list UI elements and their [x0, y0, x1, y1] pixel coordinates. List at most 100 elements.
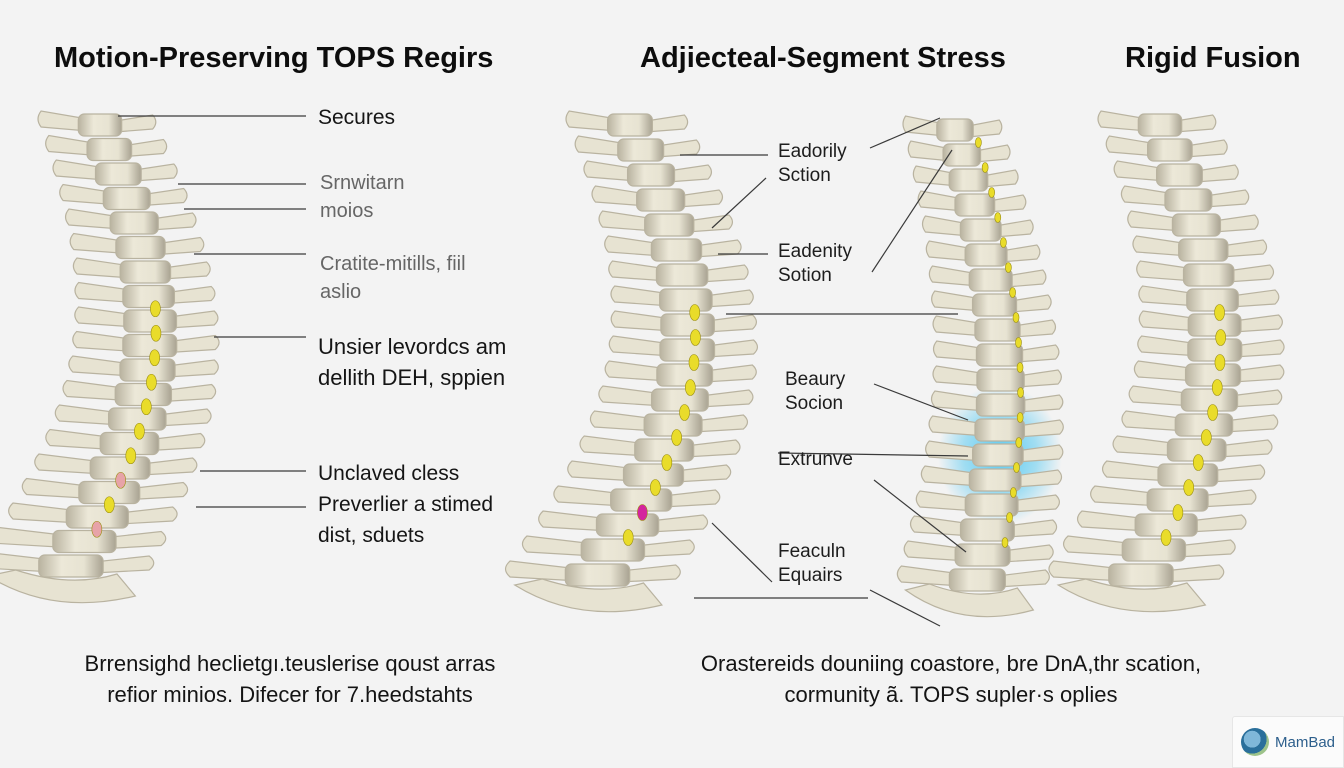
disc-marker: [1172, 504, 1184, 521]
vertebra-process: [608, 260, 669, 282]
vertebra-body: [1155, 163, 1203, 187]
vertebra-process: [1017, 394, 1064, 413]
label-line: Unclaved cless: [318, 462, 460, 485]
vertebra-process: [1174, 114, 1217, 133]
vertebra-process: [579, 435, 648, 457]
disc-marker: [1009, 287, 1016, 298]
disc-marker: [1201, 429, 1212, 446]
vertebra-process: [598, 210, 656, 232]
disc-marker: [685, 379, 696, 396]
caption-left: Brrensighd heclietgı.teuslerise qoust ar…: [30, 648, 550, 710]
vertebra-process: [1127, 210, 1184, 232]
disc-marker: [1192, 454, 1204, 471]
vertebra-process: [69, 232, 128, 255]
spine-rigid-fusion: [1048, 110, 1285, 613]
vertebra-process: [662, 489, 721, 508]
label-line: Beaury: [785, 369, 846, 390]
vertebra-process: [907, 140, 952, 162]
disc-marker: [150, 300, 161, 318]
vertebra-process: [604, 235, 663, 257]
vertebra-process: [1112, 435, 1181, 457]
vertebra-process: [684, 439, 741, 458]
label-feaculn-equairs: Feaculn Equairs: [778, 540, 846, 588]
vertebra-process: [114, 114, 157, 133]
vertebra-process: [162, 261, 211, 280]
vertebra-process: [118, 506, 178, 525]
vertebra-process: [932, 365, 988, 387]
vertebra-process: [1101, 460, 1172, 482]
leader-lines: [118, 115, 969, 627]
vertebra-body: [94, 162, 142, 186]
vertebra-process: [706, 314, 758, 333]
vertebra-process: [703, 289, 754, 308]
vertebra-process: [608, 335, 673, 357]
vertebra-process: [604, 360, 670, 382]
vertebra-process: [504, 560, 580, 582]
vertebra-process: [1005, 269, 1047, 288]
label-extrunve: Extrunve: [778, 448, 853, 472]
vertebra-process: [1223, 414, 1279, 433]
vertebra-process: [1163, 564, 1225, 583]
vertebra-process: [157, 408, 212, 427]
vertebra-body: [974, 418, 1026, 442]
vertebra-process: [928, 415, 987, 437]
disc-marker: [689, 304, 701, 321]
vertebra-process: [1001, 544, 1054, 563]
disc-marker: [1010, 487, 1017, 498]
caption-line: cormunity ã. TOPS supler·s oplies: [784, 682, 1118, 707]
label-beaury-section: Beaury Socion: [785, 368, 845, 416]
vertebra-process: [656, 139, 701, 158]
label-lower-levels: Unsier levordcs am dellith DEH, sppien: [318, 331, 506, 393]
globe-logo-icon: [1241, 728, 1269, 756]
disc-marker: [1012, 312, 1020, 323]
vertebra-body: [954, 193, 996, 217]
vertebra-process: [521, 535, 596, 557]
vertebra-body: [1187, 313, 1242, 337]
vertebra-process: [996, 569, 1050, 588]
vertebra-process: [1213, 214, 1259, 233]
vertebra-process: [8, 502, 81, 524]
vertebra-process: [21, 477, 93, 500]
vertebra-process: [130, 481, 189, 501]
vertebra-process: [1015, 344, 1060, 363]
vertebra-body: [52, 529, 117, 554]
vertebra-body: [964, 493, 1019, 517]
vertebra-process: [45, 134, 98, 157]
vertebra-body: [968, 268, 1013, 292]
vertebra-body: [115, 235, 166, 260]
disc-marker: [994, 212, 1002, 223]
vertebra-process: [649, 514, 709, 533]
vertebra-process: [1048, 560, 1124, 582]
label-line: Preverlier a stimed: [318, 493, 494, 516]
vertebra-process: [634, 539, 695, 558]
vertebra-process: [162, 383, 217, 403]
vertebra-body: [102, 186, 151, 211]
vertebra-process: [72, 257, 132, 279]
vertebra-body: [1178, 238, 1229, 262]
disc-marker: [1015, 437, 1023, 448]
vertebra-process: [553, 485, 625, 507]
vertebra-process: [1105, 135, 1158, 157]
label-eadenity-section: Eadenity Sotion: [778, 240, 852, 288]
label-line: Unsier levordcs am: [318, 334, 507, 359]
vertebra-process: [166, 359, 219, 378]
vertebra-process: [68, 355, 133, 377]
disc-marker: [1183, 479, 1195, 496]
vertebra-process: [896, 565, 962, 587]
vertebra-process: [932, 340, 987, 362]
vertebra-body: [564, 563, 631, 587]
vertebra-process: [168, 334, 220, 354]
vertebra-body: [976, 368, 1025, 392]
vertebra-process: [1090, 485, 1161, 507]
vertebra-process: [706, 339, 759, 358]
vertebra-process: [1015, 444, 1064, 463]
vertebra-body: [948, 168, 989, 192]
vertebra-body: [660, 313, 715, 337]
vertebra-process: [0, 527, 67, 549]
vertebra-body: [109, 211, 159, 235]
vertebra-body: [959, 218, 1002, 242]
vertebra-process: [565, 110, 618, 132]
vertebra-process: [166, 285, 216, 305]
vertebra-process: [1006, 519, 1058, 538]
